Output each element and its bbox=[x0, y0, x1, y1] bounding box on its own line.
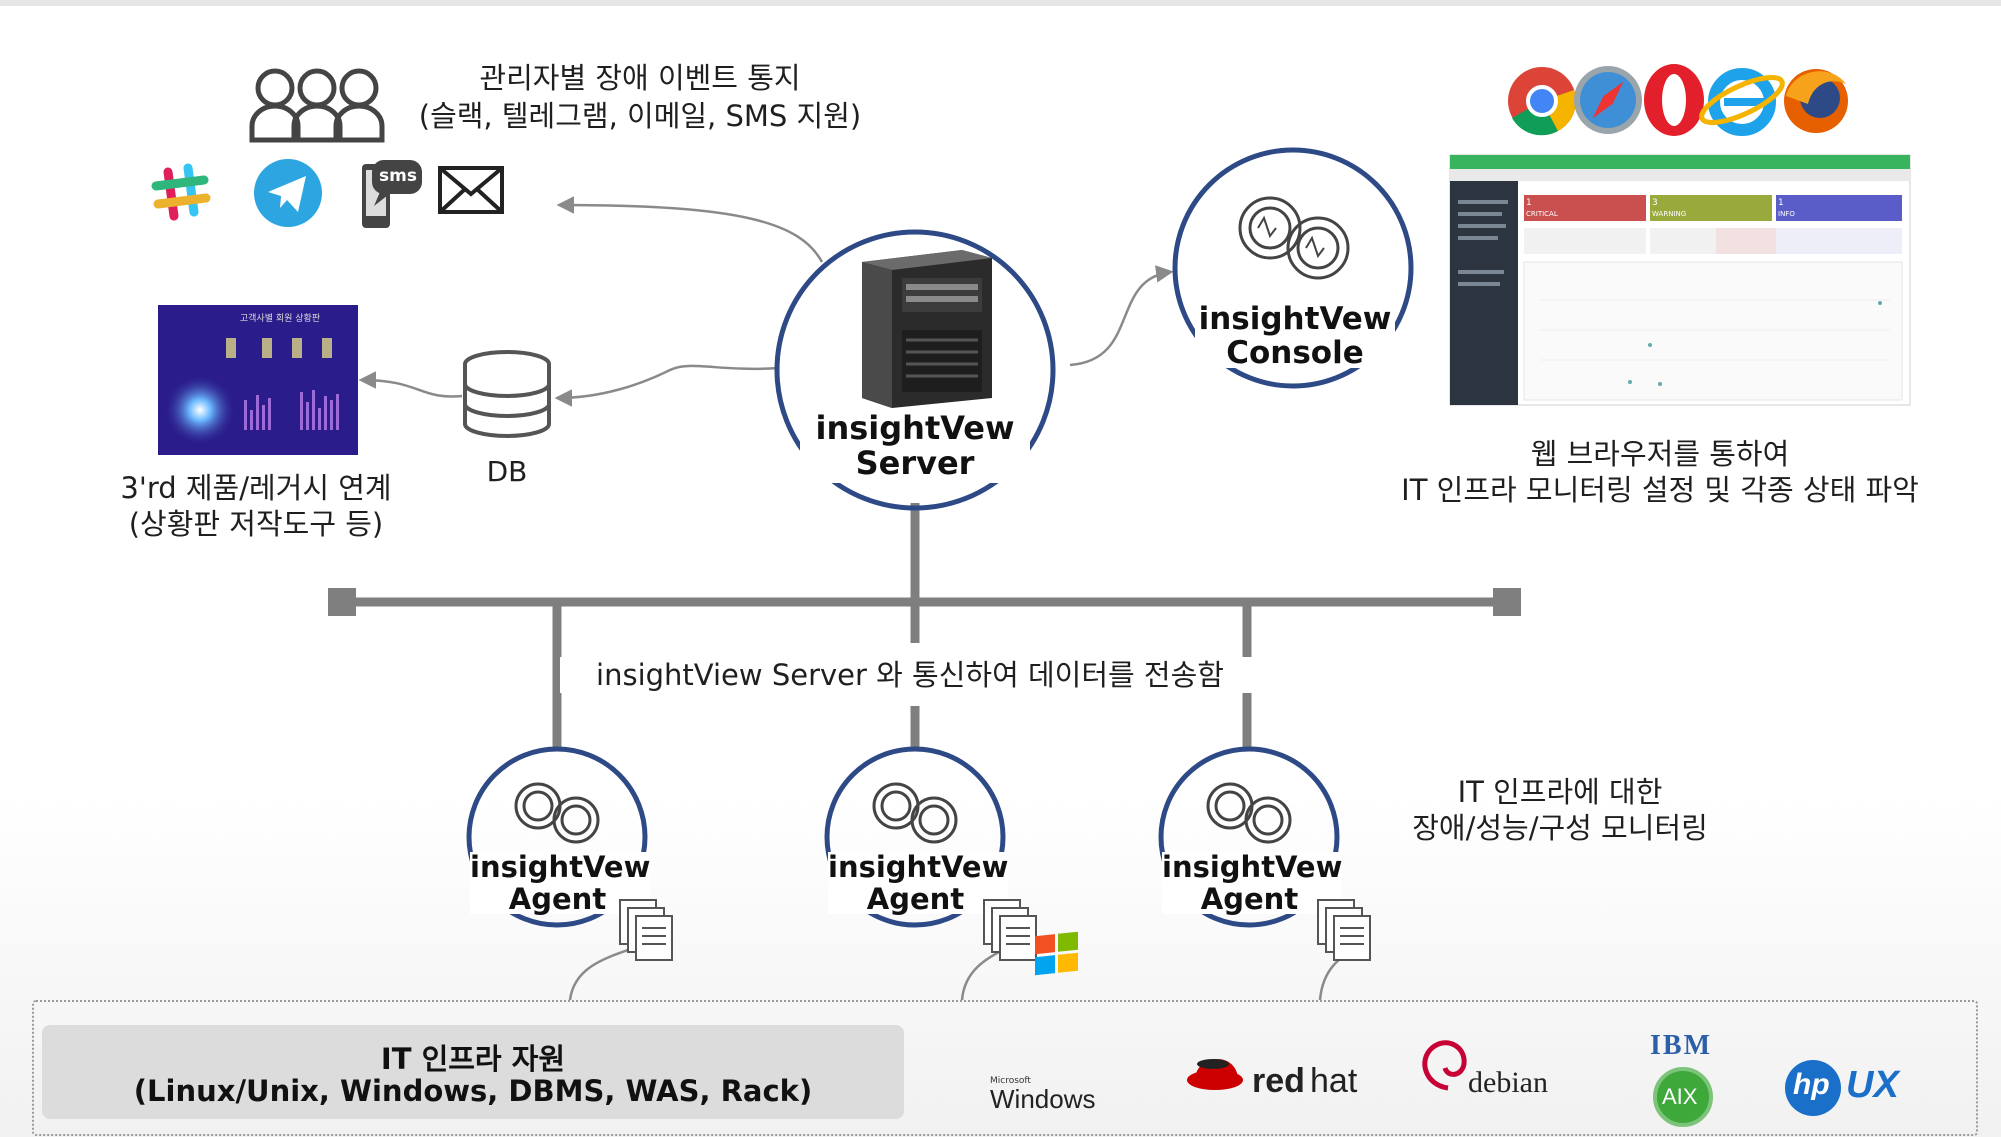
agent-gear-icon-3 bbox=[1206, 782, 1292, 844]
redhat-logo-text-hat: hat bbox=[1310, 1062, 1358, 1100]
agent-2-label-line2: Agent bbox=[866, 882, 965, 916]
infra-subtitle: (Linux/Unix, Windows, DBMS, WAS, Rack) bbox=[133, 1074, 813, 1108]
console-card-warning-num: 3 bbox=[1652, 198, 1658, 208]
console-card-warning-label: WARNING bbox=[1652, 210, 1687, 218]
ibm-logo-text: IBM bbox=[1650, 1030, 1712, 1061]
top-rule bbox=[0, 0, 2001, 6]
agent-2-label-line1: insightVew bbox=[828, 850, 1009, 884]
server-label-line2: Server bbox=[855, 444, 975, 482]
console-card-critical-label: CRITICAL bbox=[1526, 210, 1558, 218]
database-icon bbox=[463, 350, 551, 438]
server-ring bbox=[774, 229, 1056, 511]
bus-end-left bbox=[328, 588, 356, 616]
browser-caption-line1: 웹 브라우저를 통하여 bbox=[1530, 437, 1790, 471]
connector-server-to-console bbox=[1069, 265, 1174, 367]
thirdparty-subtitle: (상황판 저작도구 등) bbox=[128, 507, 384, 541]
monitor-caption-line1: IT 인프라에 대한 bbox=[1457, 775, 1663, 809]
connector-server-to-notify bbox=[556, 196, 824, 263]
internet-explorer-icon bbox=[1699, 68, 1785, 136]
agent-ring-3 bbox=[1158, 746, 1342, 928]
aix-logo-icon bbox=[1653, 1067, 1713, 1127]
thirdparty-title: 3'rd 제품/레거시 연계 bbox=[120, 471, 392, 505]
redhat-logo-icon bbox=[1187, 1059, 1243, 1090]
console-card-info-num: 1 bbox=[1778, 198, 1784, 208]
console-dashboard-screenshot bbox=[1449, 154, 1911, 406]
db-label: DB bbox=[486, 455, 528, 488]
notify-subtitle: (슬랙, 텔레그램, 이메일, SMS 지원) bbox=[418, 99, 862, 133]
debian-logo-icon bbox=[1422, 1040, 1467, 1091]
redhat-logo-text-red: red bbox=[1252, 1062, 1305, 1100]
monitor-caption-line2: 장애/성능/구성 모니터링 bbox=[1412, 811, 1708, 845]
opera-icon bbox=[1644, 64, 1704, 136]
console-card-critical-num: 1 bbox=[1526, 198, 1532, 208]
agent-gear-icon-1 bbox=[514, 782, 600, 844]
bus-end-right bbox=[1493, 588, 1521, 616]
sms-icon-label: sms bbox=[379, 166, 417, 186]
windows-logo-text: Windows bbox=[990, 1084, 1096, 1114]
firefox-icon bbox=[1784, 69, 1848, 133]
browser-caption-line2: IT 인프라 모니터링 설정 및 각종 상태 파악 bbox=[1401, 473, 1919, 507]
sms-phone-icon bbox=[362, 160, 422, 228]
console-gear-icon bbox=[1238, 196, 1350, 280]
server-label-line1: insightVew bbox=[815, 409, 1015, 447]
infra-resource-panel bbox=[32, 1000, 1978, 1136]
agent-1-label-line2: Agent bbox=[508, 882, 607, 916]
windows-logo-small-text: Microsoft bbox=[990, 1076, 1031, 1086]
windows-logo-icon bbox=[1035, 931, 1078, 976]
console-label-line1: insightVew bbox=[1198, 301, 1392, 337]
agent-ring-2 bbox=[824, 746, 1008, 928]
mail-icon bbox=[438, 166, 504, 214]
infra-title: IT 인프라 자원 bbox=[380, 1042, 566, 1076]
agent-1-label-line1: insightVew bbox=[470, 850, 651, 884]
hp-logo-icon bbox=[1785, 1060, 1841, 1116]
connector-db-to-3rdparty bbox=[358, 371, 463, 398]
console-card-info-label: INFO bbox=[1778, 210, 1795, 218]
connector-server-to-db bbox=[554, 364, 779, 407]
agent-3-label-line2: Agent bbox=[1200, 882, 1299, 916]
document-stack-icon-3 bbox=[1317, 899, 1371, 961]
board-screen-title: 고객사별 회원 상황판 bbox=[239, 314, 321, 324]
console-ring bbox=[1172, 147, 1414, 389]
telegram-icon bbox=[254, 159, 322, 227]
debian-logo-text: debian bbox=[1468, 1066, 1548, 1099]
infra-resource-label-box bbox=[42, 1025, 904, 1119]
chrome-icon bbox=[1508, 67, 1576, 136]
situation-board-screenshot bbox=[158, 305, 358, 455]
slack-icon bbox=[151, 163, 211, 221]
document-stack-icon-1 bbox=[619, 899, 673, 961]
console-label-line2: Console bbox=[1226, 335, 1364, 371]
users-icon bbox=[249, 68, 385, 143]
notify-title: 관리자별 장애 이벤트 통지 bbox=[479, 61, 801, 95]
safari-icon bbox=[1574, 66, 1642, 134]
aix-logo-text: AIX bbox=[1662, 1084, 1698, 1109]
server-tower-icon bbox=[862, 250, 992, 408]
agent-3-label-line1: insightVew bbox=[1162, 850, 1343, 884]
bus-caption: insightView Server 와 통신하여 데이터를 전송함 bbox=[560, 657, 1260, 693]
document-stack-icon-2 bbox=[983, 899, 1037, 961]
ux-logo-text: UX bbox=[1846, 1064, 1899, 1106]
agent-gear-icon-2 bbox=[872, 782, 958, 844]
hp-logo-text: hp bbox=[1793, 1068, 1830, 1101]
